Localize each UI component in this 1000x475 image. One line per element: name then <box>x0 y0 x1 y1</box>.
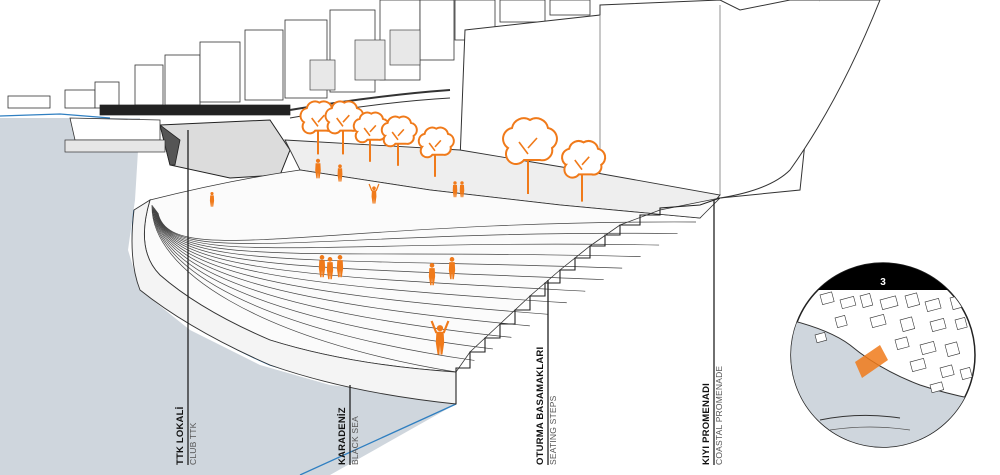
step-line <box>151 204 457 373</box>
callout-promenade-title: KIYI PROMENADI <box>701 383 712 465</box>
background-city <box>7 0 591 109</box>
person-icon <box>428 263 436 286</box>
step-line <box>153 208 549 315</box>
step-line <box>155 210 623 269</box>
person-icon <box>318 255 326 278</box>
person-icon <box>452 181 458 198</box>
step-line <box>157 212 697 241</box>
step-line <box>153 206 512 338</box>
step-line <box>152 205 475 361</box>
person-icon <box>448 257 456 280</box>
shoreline <box>0 113 111 119</box>
step-line <box>152 206 493 350</box>
callout-sea-title: KARADENİZ <box>337 407 348 465</box>
tree-icon <box>417 126 455 177</box>
person-icon <box>430 320 450 355</box>
callout-sea-subtitle: BLACK SEA <box>350 416 360 465</box>
step-line <box>157 212 678 244</box>
callout-club-subtitle: CLUB TTK <box>188 422 198 465</box>
tree-icon <box>352 111 390 162</box>
person-icon <box>315 158 321 179</box>
step-line <box>155 209 604 281</box>
people <box>209 158 465 355</box>
step-line <box>154 208 567 304</box>
shoreline-bottom <box>299 403 457 475</box>
callout-steps-subtitle: SEATING STEPS <box>548 395 558 465</box>
callout-steps-title: OTURMA BASAMAKLARI <box>535 347 546 465</box>
tree-icon <box>502 117 558 194</box>
hillside-buildings <box>309 29 421 91</box>
key-map-number: 3 <box>880 277 886 288</box>
callout-club-title: TTK LOKALİ <box>175 407 186 465</box>
callout-promenade-subtitle: COASTAL PROMENADE <box>714 366 724 465</box>
stair-edge-profile <box>455 197 721 404</box>
tree-icon <box>561 140 607 202</box>
person-icon <box>459 181 465 198</box>
club-ttk-building <box>159 119 291 179</box>
person-icon <box>368 183 380 204</box>
step-line <box>156 211 660 249</box>
key-map-inset: 3 <box>790 262 976 448</box>
person-icon <box>326 257 334 280</box>
black-sea-area <box>0 118 456 475</box>
person-icon <box>336 255 344 278</box>
key-map-site-marker <box>855 345 888 378</box>
person-icon <box>337 164 343 182</box>
trees <box>299 100 607 202</box>
step-line <box>156 211 641 257</box>
key-map-buildings <box>814 291 973 394</box>
step-line <box>153 207 530 327</box>
step-line <box>154 209 586 292</box>
tree-icon <box>380 115 418 166</box>
person-icon <box>209 192 215 207</box>
cliff-face <box>719 0 881 199</box>
